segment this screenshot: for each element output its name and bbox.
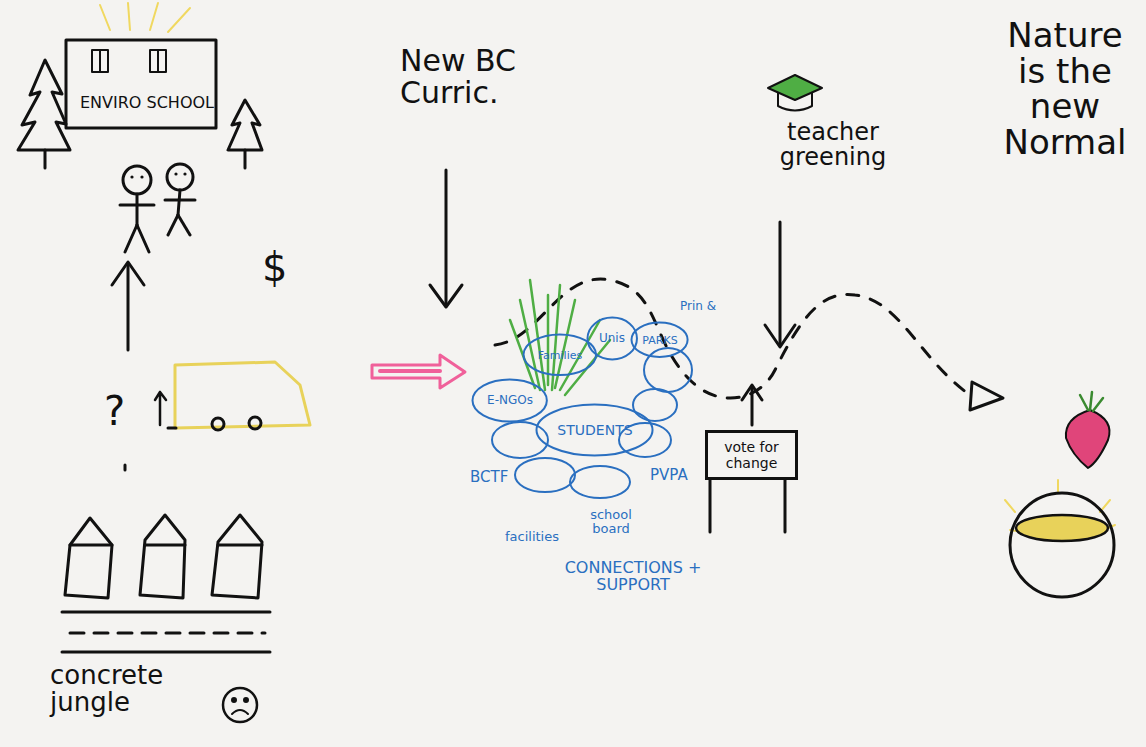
- network-label: school board: [582, 508, 640, 535]
- node-text: vote for change: [705, 439, 798, 471]
- note-text: concrete jungle: [50, 662, 200, 717]
- outline: [473, 379, 547, 421]
- outline: [632, 323, 688, 357]
- node-text: STUDENTS: [557, 422, 632, 438]
- network-label: BCTF: [470, 470, 530, 486]
- outline: [537, 405, 653, 456]
- network-label: facilities: [505, 530, 585, 544]
- school-building: ENVIRO SCHOOL: [66, 76, 228, 128]
- node-text: Families: [538, 349, 582, 362]
- note-text: New BC Curric.: [400, 45, 585, 108]
- network-loop: E-NGOs: [471, 378, 548, 423]
- network-label: PVPA: [650, 468, 710, 484]
- network-label: Prin &: [680, 300, 730, 313]
- node-text: Unis: [599, 331, 625, 345]
- network-loop: STUDENTS: [535, 403, 654, 457]
- slogan-text: Nature is the new Normal: [995, 18, 1135, 161]
- note-text: teacher greening: [758, 120, 908, 170]
- caption-text: CONNECTIONS + SUPPORT: [548, 560, 718, 594]
- node-text: PARKS: [642, 334, 677, 347]
- dollar-sign: $: [262, 246, 302, 288]
- node-text: E-NGOs: [487, 393, 533, 407]
- outline: [587, 317, 636, 359]
- node-text: ENVIRO SCHOOL: [80, 93, 214, 112]
- ballot-box: vote for change: [705, 430, 798, 480]
- outline: [524, 335, 597, 375]
- network-loop: PARKS: [630, 321, 689, 359]
- network-loop: Unis: [586, 316, 638, 361]
- question-mark: ?: [104, 390, 144, 432]
